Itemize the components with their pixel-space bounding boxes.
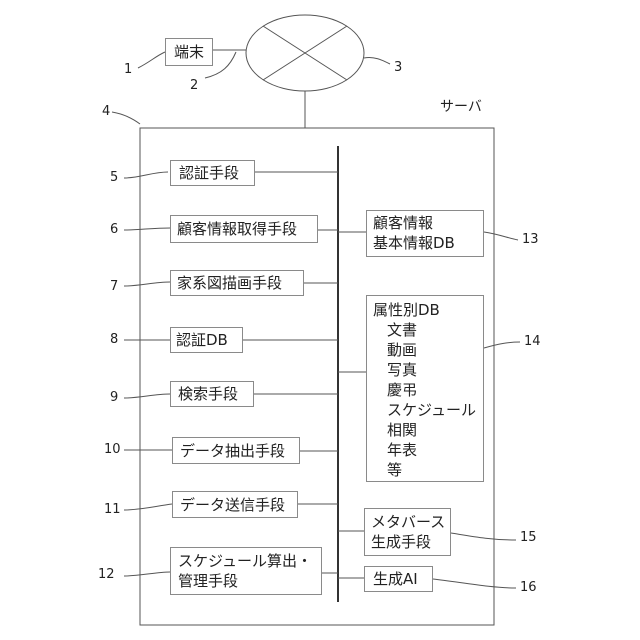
ref-number-10: 10 <box>104 442 121 457</box>
leader-16 <box>433 579 516 588</box>
leader-4 <box>112 112 140 124</box>
leader-12 <box>124 572 170 576</box>
gen-ai-module: 生成AI <box>364 566 433 592</box>
customer-info-module: 顧客情報取得手段 <box>170 215 318 243</box>
data-send-module-label: データ送信手段 <box>180 495 297 515</box>
metaverse-module: メタバース 生成手段 <box>364 508 451 556</box>
ref-number-6: 6 <box>110 222 118 237</box>
attr-db-title: 属性別DB <box>373 300 483 320</box>
leader-5 <box>124 172 168 178</box>
leader-14 <box>484 342 520 348</box>
attr-db-item: 動画 <box>387 340 483 360</box>
ref-number-2: 2 <box>190 78 198 93</box>
attr-db-item: スケジュール <box>387 400 483 420</box>
ref-number-8: 8 <box>110 332 118 347</box>
leader-7 <box>124 282 170 286</box>
ref-number-11: 11 <box>104 502 121 517</box>
auth-db-module: 認証DB <box>170 327 243 353</box>
attr-db-item: 慶弔 <box>387 380 483 400</box>
attr-db-items: 文書 動画 写真 慶弔 スケジュール 相関 年表 等 <box>373 320 483 480</box>
search-module: 検索手段 <box>170 381 254 407</box>
gen-ai-module-label: 生成AI <box>373 569 432 589</box>
leader-1 <box>138 52 165 68</box>
leader-15 <box>451 533 516 540</box>
auth-db-module-label: 認証DB <box>176 330 242 350</box>
metaverse-module-label-2: 生成手段 <box>371 532 450 552</box>
schedule-module: スケジュール算出・ 管理手段 <box>170 547 322 595</box>
ref-number-7: 7 <box>110 279 118 294</box>
data-extract-module-label: データ抽出手段 <box>180 441 299 461</box>
ref-number-4: 4 <box>102 104 110 119</box>
family-tree-module: 家系図描画手段 <box>170 270 304 296</box>
data-extract-module: データ抽出手段 <box>172 437 300 464</box>
ref-number-9: 9 <box>110 390 118 405</box>
leader-6 <box>124 228 170 230</box>
attr-db-item: 文書 <box>387 320 483 340</box>
attr-db-item: 相関 <box>387 420 483 440</box>
ref-number-13: 13 <box>522 232 539 247</box>
attr-db-item: 年表 <box>387 440 483 460</box>
auth-module: 認証手段 <box>170 160 255 186</box>
leader-11 <box>124 504 172 510</box>
attr-db: 属性別DB 文書 動画 写真 慶弔 スケジュール 相関 年表 等 <box>366 295 484 482</box>
customer-info-module-label: 顧客情報取得手段 <box>177 219 317 239</box>
ref-number-1: 1 <box>124 62 132 77</box>
ref-number-12: 12 <box>98 567 115 582</box>
data-send-module: データ送信手段 <box>172 491 298 518</box>
leader-13 <box>484 232 518 240</box>
ref-number-5: 5 <box>110 170 118 185</box>
family-tree-module-label: 家系図描画手段 <box>177 273 303 293</box>
metaverse-module-label-1: メタバース <box>371 512 450 532</box>
schedule-module-label-2: 管理手段 <box>178 571 321 591</box>
search-module-label: 検索手段 <box>178 384 253 404</box>
customer-db-label-2: 基本情報DB <box>373 233 483 253</box>
terminal-box: 端末 <box>165 38 213 66</box>
ref-number-3: 3 <box>394 60 402 75</box>
leader-9 <box>124 394 170 398</box>
terminal-label: 端末 <box>174 42 212 62</box>
attr-db-item: 等 <box>387 460 483 480</box>
leader-3 <box>364 57 390 64</box>
server-title: サーバ <box>440 96 482 116</box>
attr-db-item: 写真 <box>387 360 483 380</box>
ref-number-16: 16 <box>520 580 537 595</box>
customer-db: 顧客情報 基本情報DB <box>366 210 484 257</box>
schedule-module-label-1: スケジュール算出・ <box>178 551 321 571</box>
customer-db-label-1: 顧客情報 <box>373 213 483 233</box>
ref-number-15: 15 <box>520 530 537 545</box>
auth-module-label: 認証手段 <box>179 163 254 183</box>
ref-number-14: 14 <box>524 334 541 349</box>
